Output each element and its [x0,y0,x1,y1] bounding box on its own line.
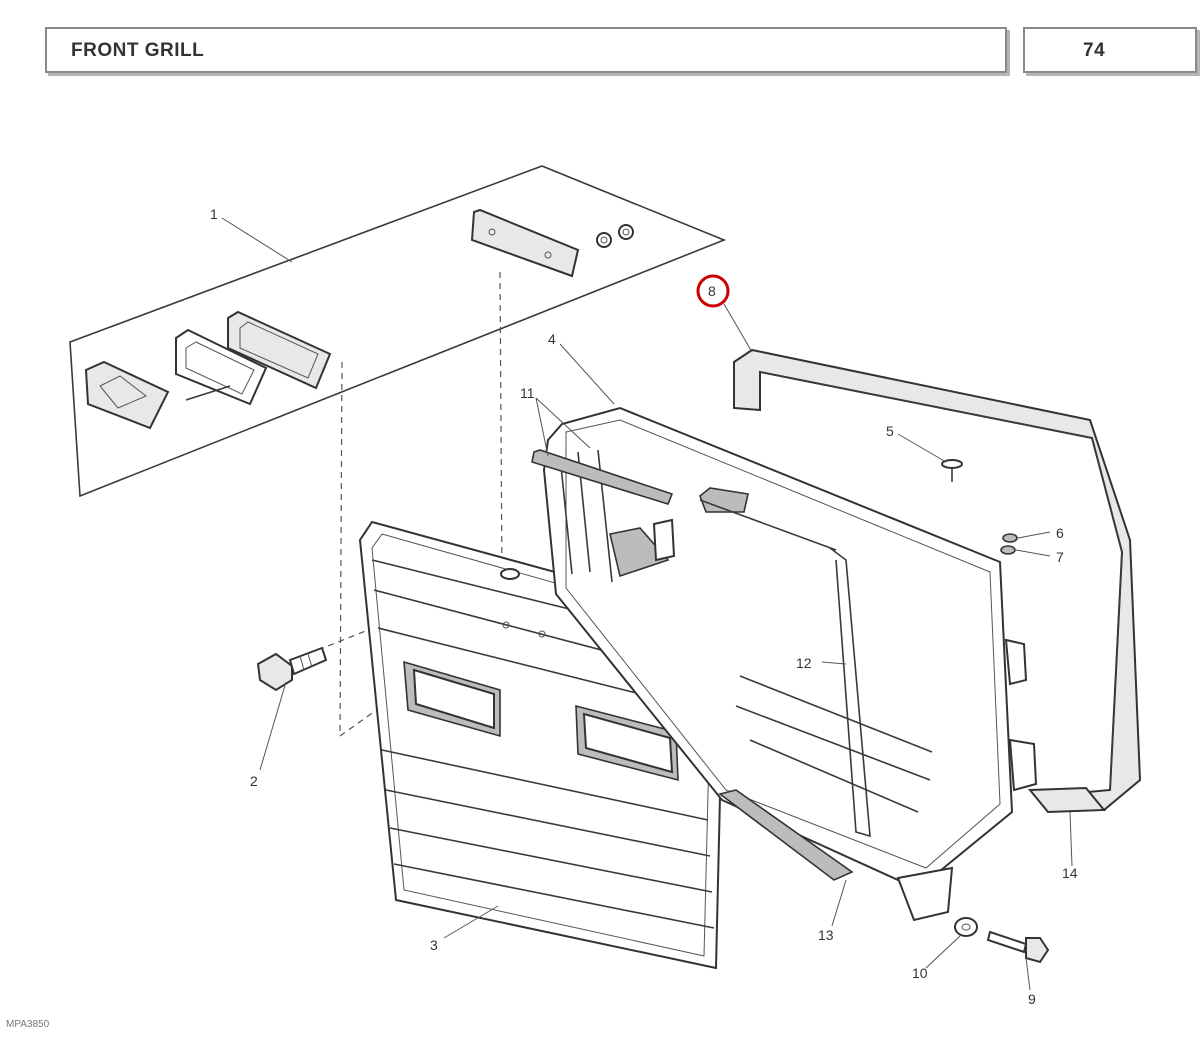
grill-housing [531,406,1038,922]
page-title: FRONT GRILL [71,40,205,61]
callout-13: 13 [818,927,834,943]
callout-2: 2 [250,773,258,789]
callout-9: 9 [1028,991,1036,1007]
callout-14: 14 [1062,865,1078,881]
seal-11 [699,499,837,551]
alignment-line [499,271,503,581]
alignment-line [339,361,343,737]
page-number-box: 74 [1023,27,1197,73]
badge-plate [470,208,580,278]
highlight-ring [696,274,730,308]
callout-7: 7 [1056,549,1064,565]
footer-code: MPA3850 [6,1019,50,1030]
screw-5 [941,459,963,482]
callout-10: 10 [912,965,928,981]
callout-3: 3 [430,937,438,953]
washer-7 [1000,545,1016,555]
washer-10 [954,917,978,937]
callout-12: 12 [796,655,812,671]
callout-6: 6 [1056,525,1064,541]
title-box: FRONT GRILL [45,27,1007,73]
seal-12 [829,547,871,838]
kit-1-outline [69,165,727,498]
bolt-9 [986,930,1050,964]
emblem-parts [84,310,332,430]
callout-1: 1 [210,206,218,222]
leader-lines [221,217,1073,991]
kit-nuts [596,224,634,248]
callout-11: 11 [520,385,535,401]
washer-6 [1002,533,1018,543]
page-number: 74 [1083,40,1106,61]
callout-5: 5 [886,423,894,439]
callout-4: 4 [548,331,556,347]
callout-8: 8 [708,283,716,299]
outer-frame [733,348,1142,814]
bolt-2 [256,646,328,692]
